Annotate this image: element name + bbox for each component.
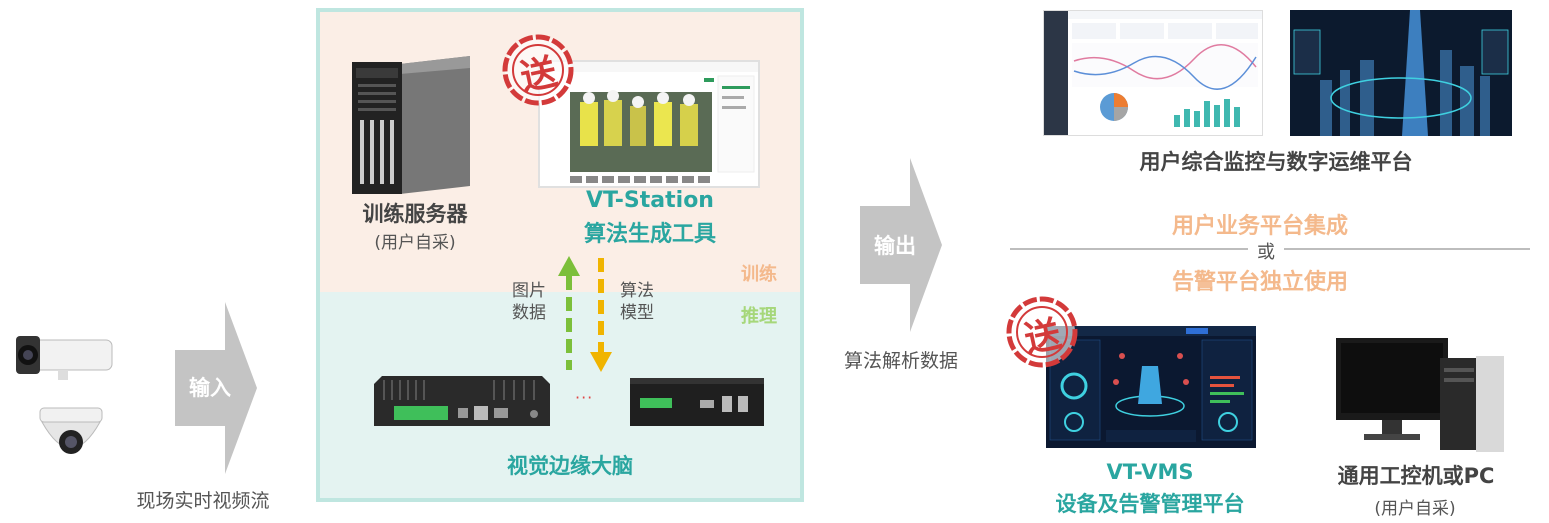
dashboard-screenshot-light (1043, 10, 1263, 136)
divider-right (1284, 248, 1530, 250)
vt-station-desc: 算法生成工具 (583, 222, 716, 247)
tower-server-image (352, 54, 470, 196)
server-title: 训练服务器 (362, 202, 468, 226)
model-down-arrow (590, 258, 612, 372)
input-caption: 现场实时视频流 (136, 490, 270, 512)
input-arrow-label: 输入 (189, 376, 231, 400)
output-caption: 算法解析数据 (843, 350, 958, 372)
vt-station-screenshot (538, 60, 760, 188)
image-data-up-arrow (558, 256, 580, 370)
vt-vms-name: VT-VMS (1106, 460, 1194, 484)
top-right-caption: 用户综合监控与数字运维平台 (1139, 150, 1413, 174)
free-gift-stamp-vms: 送 (1004, 294, 1080, 370)
free-gift-stamp: 送 (500, 32, 576, 108)
option-b-text: 告警平台独立使用 (1171, 270, 1348, 295)
center-frame (316, 8, 804, 502)
zone-label-train: 训练 (741, 264, 777, 285)
zone-label-infer: 推理 (741, 306, 777, 327)
up-label-line1: 图片 (512, 281, 546, 301)
server-note: (用户自采) (374, 233, 456, 253)
down-label-line1: 算法 (620, 281, 654, 301)
dashboard-screenshot-dark (1290, 10, 1512, 136)
bullet-camera (10, 326, 114, 384)
vt-vms-desc: 设备及告警管理平台 (1055, 492, 1245, 516)
desktop-pc-image (1336, 338, 1504, 458)
up-label-line2: 数据 (512, 303, 546, 323)
divider-left (1010, 248, 1248, 250)
output-arrow: 输出 (860, 158, 942, 332)
or-text: 或 (1257, 242, 1275, 263)
vt-station-name: VT-Station (586, 188, 714, 213)
input-arrow: 输入 (175, 302, 257, 474)
output-arrow-label: 输出 (874, 234, 916, 258)
option-a-text: 用户业务平台集成 (1171, 214, 1348, 239)
pc-note: (用户自采) (1374, 499, 1456, 519)
edge-box-small-image (630, 376, 764, 426)
dome-camera (34, 404, 108, 468)
edge-box-large-image (374, 370, 550, 430)
down-label-line2: 模型 (620, 303, 654, 323)
pc-title: 通用工控机或PC (1337, 464, 1495, 488)
edge-caption: 视觉边缘大脑 (507, 454, 633, 478)
ellipsis-text: ··· (575, 388, 594, 407)
